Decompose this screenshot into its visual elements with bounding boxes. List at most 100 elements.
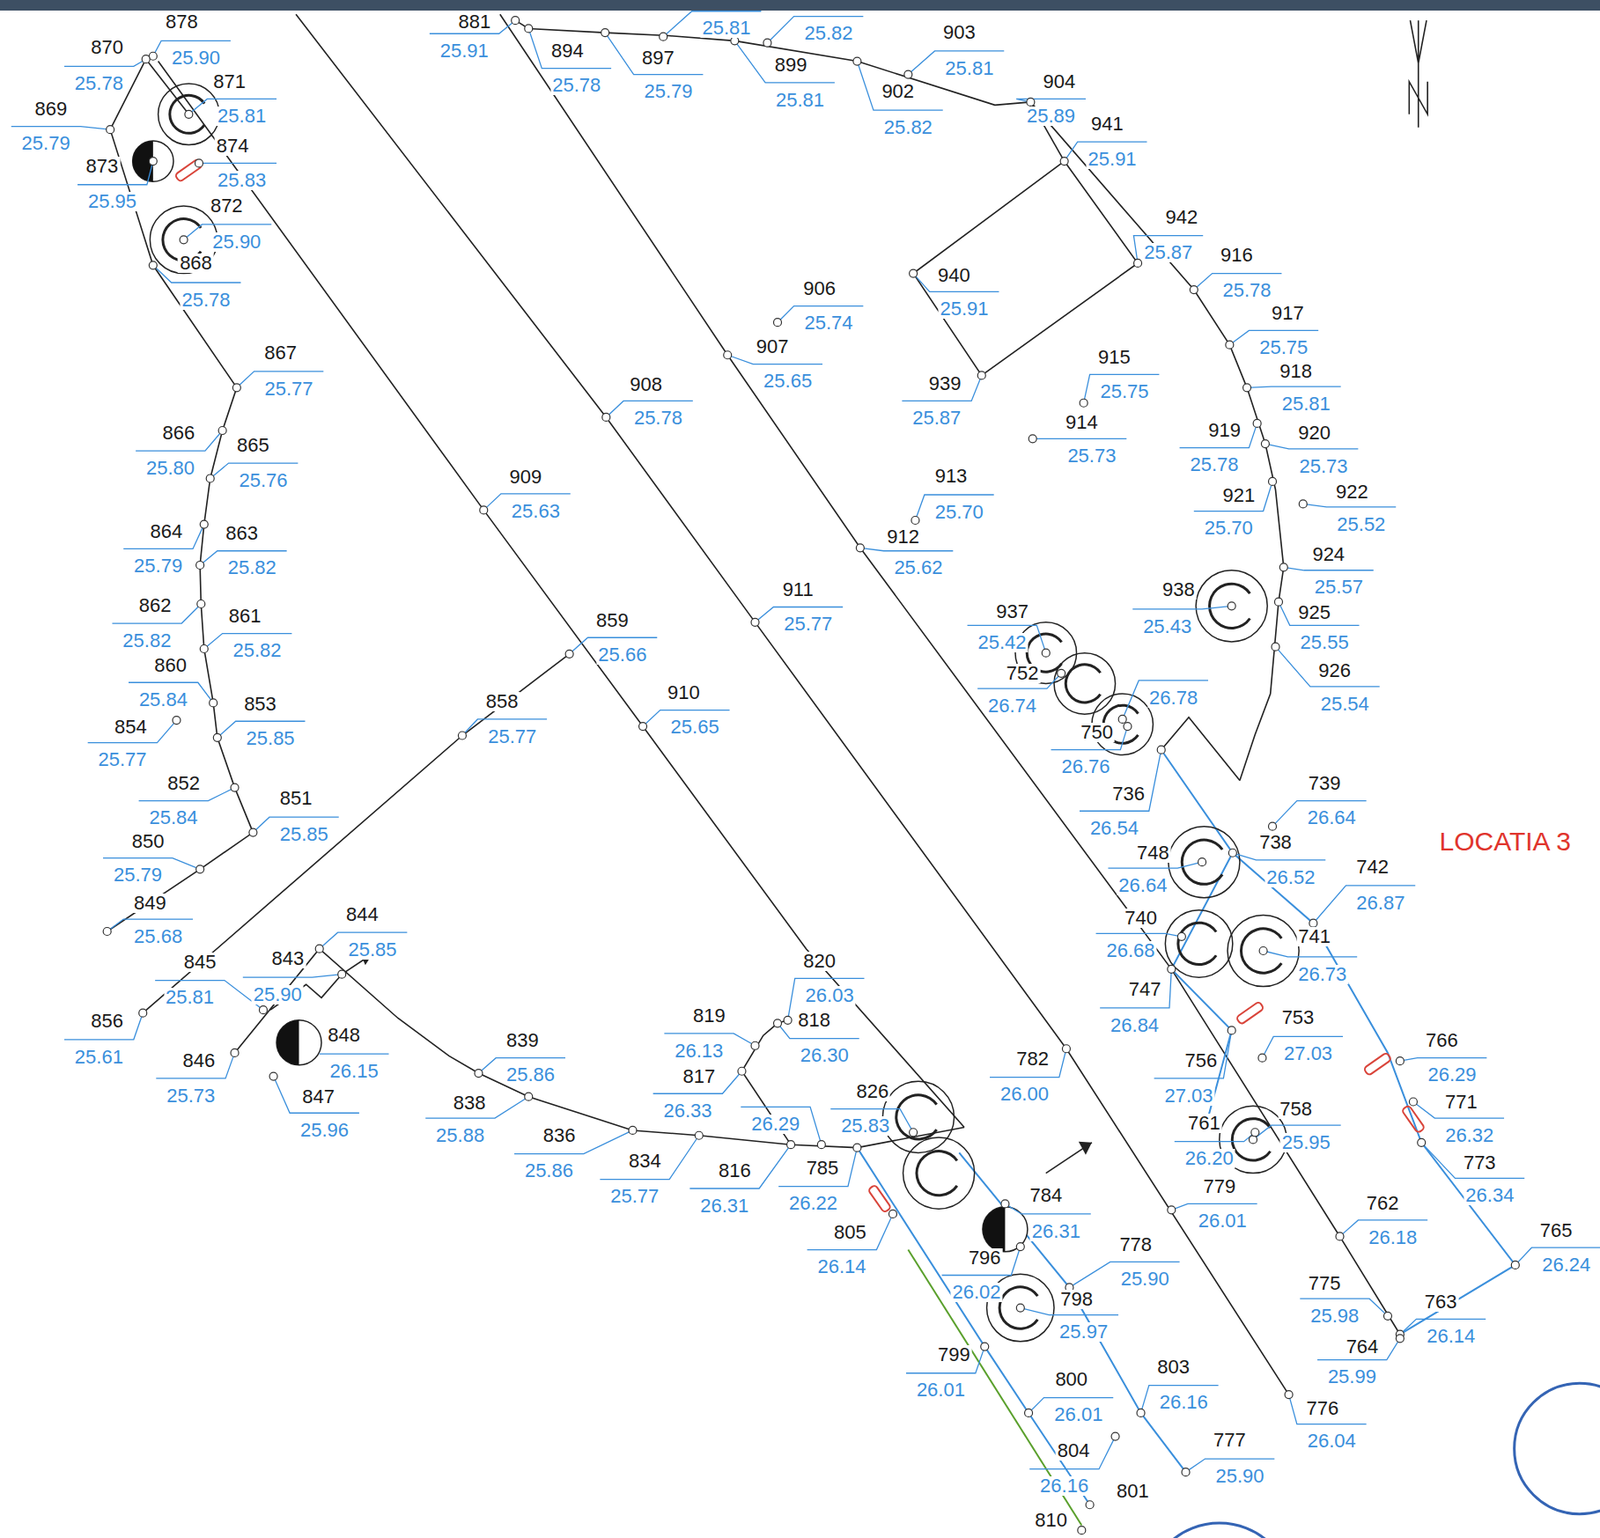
elevation-value: 25.77 — [608, 1187, 661, 1207]
survey-point — [1060, 157, 1069, 166]
pole-fill — [276, 1020, 300, 1066]
elevation-value: 26.74 — [986, 696, 1039, 716]
tree-outline — [158, 83, 221, 146]
point-number: 902 — [879, 81, 916, 102]
point-number: 771 — [1443, 1092, 1480, 1113]
drain-symbol — [174, 158, 203, 183]
point-number: 906 — [801, 279, 838, 299]
elevation-value: 25.87 — [910, 408, 963, 428]
survey-point — [1298, 500, 1307, 509]
leader-line — [766, 16, 863, 44]
leader-line — [1174, 1132, 1256, 1142]
elevation-value: 25.78 — [1221, 280, 1274, 301]
survey-point — [230, 1048, 239, 1057]
elevation-value: 26.13 — [672, 1041, 725, 1062]
elevation-value: 26.14 — [815, 1257, 868, 1277]
survey-point — [977, 371, 986, 380]
survey-point — [1258, 1054, 1267, 1062]
survey-point — [694, 1131, 703, 1140]
elevation-value: 25.73 — [1297, 457, 1350, 477]
survey-point — [565, 649, 574, 658]
point-number: 938 — [1160, 580, 1197, 600]
tree-symbol — [882, 1081, 954, 1153]
survey-point — [1227, 602, 1236, 611]
survey-point — [1228, 848, 1237, 857]
survey-point — [218, 427, 227, 436]
survey-point — [1251, 1128, 1260, 1137]
tree-mark — [1176, 921, 1217, 966]
point-number: 820 — [801, 951, 838, 972]
survey-point — [1061, 1045, 1070, 1054]
elevation-value: 26.01 — [1052, 1405, 1105, 1425]
stamp-ring — [1514, 1383, 1600, 1514]
survey-point — [751, 1041, 760, 1050]
point-number: 796 — [966, 1248, 1003, 1269]
survey-point — [184, 110, 193, 118]
point-number: 848 — [325, 1025, 362, 1046]
elevation-value: 25.73 — [1065, 446, 1118, 466]
pole-outline — [132, 140, 174, 182]
leader-line — [967, 625, 1047, 653]
elevation-value: 25.85 — [244, 729, 297, 749]
survey-point — [179, 235, 188, 244]
elevation-value: 25.81 — [215, 106, 268, 126]
leader-line — [1194, 481, 1273, 512]
point-number: 881 — [456, 12, 493, 32]
point-number: 738 — [1257, 833, 1294, 853]
leader-line — [856, 61, 943, 111]
point-number: 766 — [1423, 1031, 1460, 1051]
survey-point — [249, 828, 258, 837]
elevation-value: 26.68 — [1104, 941, 1157, 961]
boundary-line — [235, 949, 966, 1149]
leader-line — [734, 40, 835, 83]
elevation-value: 25.83 — [215, 170, 268, 191]
survey-point — [659, 32, 668, 41]
survey-point — [199, 520, 208, 529]
tree-mark — [1064, 663, 1102, 704]
survey-point — [911, 516, 920, 524]
point-number: 773 — [1461, 1153, 1498, 1173]
utility-line — [958, 1152, 1186, 1473]
survey-point — [1016, 1304, 1025, 1313]
elevation-value: 25.54 — [1319, 694, 1372, 715]
point-number: 761 — [1186, 1113, 1223, 1134]
tree-symbol — [1054, 653, 1116, 716]
elevation-value: 25.77 — [781, 614, 834, 635]
point-number: 758 — [1277, 1099, 1314, 1120]
drain-symbol — [1401, 1105, 1426, 1134]
leader-line — [1278, 602, 1360, 627]
pole-outline — [276, 1020, 322, 1066]
elevation-value: 26.04 — [1305, 1431, 1358, 1452]
tree-outline — [1164, 910, 1232, 978]
tree-outline — [1054, 653, 1116, 716]
survey-point — [1408, 1098, 1417, 1106]
point-number: 861 — [227, 606, 264, 627]
point-number: 916 — [1218, 245, 1255, 266]
elevation-value: 26.78 — [1147, 688, 1200, 708]
elevation-value: 25.91 — [438, 41, 491, 61]
survey-point — [1189, 286, 1198, 295]
elevation-value: 26.52 — [1264, 868, 1317, 888]
survey-point — [1274, 597, 1283, 606]
elevation-value: 26.84 — [1108, 1016, 1161, 1036]
tree-mark — [1239, 927, 1283, 974]
elevation-value: 25.81 — [1280, 394, 1333, 414]
boundary-line — [500, 14, 1401, 1335]
elevation-value: 26.29 — [749, 1114, 802, 1135]
point-number: 818 — [796, 1010, 833, 1031]
survey-point — [524, 1092, 533, 1101]
elevation-value: 25.82 — [882, 117, 935, 138]
point-number: 838 — [451, 1093, 488, 1114]
survey-point — [909, 1128, 918, 1137]
point-number: 910 — [665, 683, 702, 703]
tree-symbol — [1168, 826, 1240, 899]
survey-point — [258, 1006, 267, 1015]
point-number: 912 — [884, 527, 922, 547]
point-number: 873 — [84, 156, 121, 177]
elevation-value: 25.78 — [73, 73, 126, 94]
elevation-value: 25.88 — [434, 1126, 487, 1146]
survey-point — [196, 865, 205, 874]
elevation-value: 26.76 — [1059, 757, 1112, 777]
point-number: 845 — [182, 952, 219, 973]
survey-point — [817, 1141, 826, 1150]
